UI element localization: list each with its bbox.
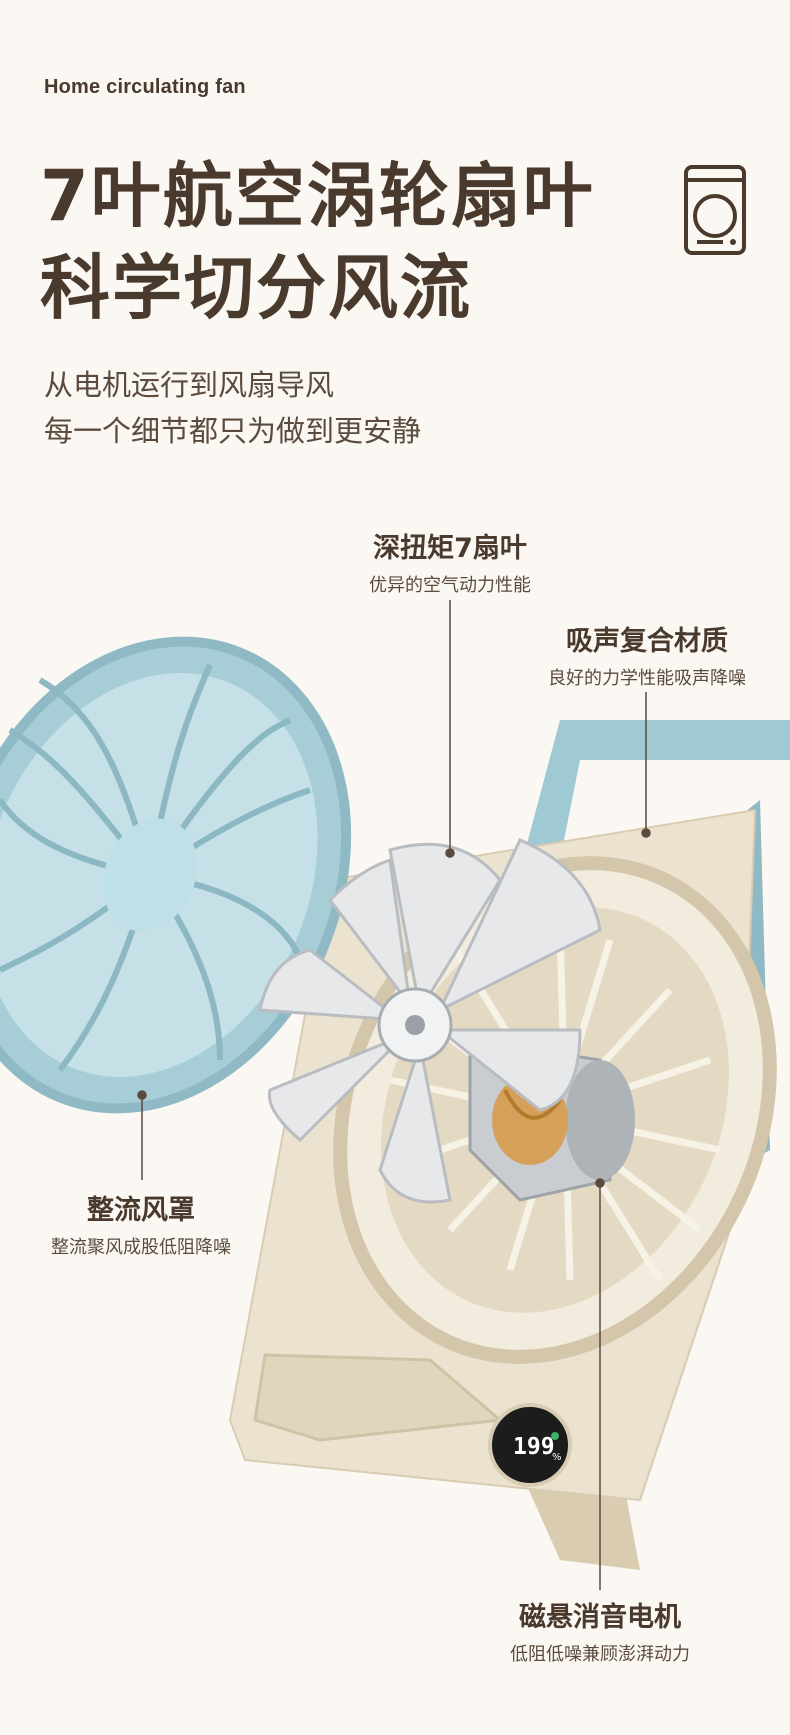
callout-material-desc: 良好的力学性能吸声降噪: [548, 668, 746, 689]
subtitle: 从电机运行到风扇导风 每一个细节都只为做到更安静: [44, 362, 421, 454]
fan-handle: [520, 720, 790, 870]
subtitle-line-1: 从电机运行到风扇导风: [44, 368, 335, 402]
callout-motor-desc: 低阻低噪兼顾澎湃动力: [510, 1644, 690, 1665]
blade-hub-cap: [405, 1015, 425, 1035]
callout-motor: 磁悬消音电机 低阻低噪兼顾澎湃动力: [490, 1595, 710, 1666]
callout-cover: 整流风罩 整流聚风成股低阻降噪: [30, 1188, 252, 1259]
callout-motor-title: 磁悬消音电机: [519, 1602, 681, 1633]
fan-bottom-panel: [253, 1353, 504, 1442]
display-value: 199: [513, 1434, 555, 1460]
callout-cover-desc: 整流聚风成股低阻降噪: [51, 1237, 231, 1258]
washing-machine-icon: [684, 165, 746, 255]
headline-line-1: 7叶航空涡轮扇叶: [40, 155, 595, 237]
subtitle-line-2: 每一个细节都只为做到更安静: [44, 414, 422, 448]
headline-line-2: 科学切分风流: [40, 247, 472, 329]
page-title: 7叶航空涡轮扇叶 科学切分风流: [40, 150, 595, 334]
display-unit: %: [552, 1452, 562, 1463]
callout-blades-desc: 优异的空气动力性能: [369, 575, 531, 596]
fan-icon: [551, 1432, 559, 1440]
callout-blades: 深扭矩7扇叶 优异的空气动力性能: [360, 526, 540, 597]
callout-leaders: [137, 600, 651, 1590]
callout-blades-title: 深扭矩7扇叶: [373, 533, 527, 564]
eyebrow-text: Home circulating fan: [44, 76, 246, 98]
callout-material-title: 吸声复合材质: [566, 626, 728, 657]
callout-material: 吸声复合材质 良好的力学性能吸声降噪: [532, 619, 762, 690]
rectifier-cover: [0, 636, 352, 1114]
fan-blades: [258, 838, 602, 1204]
digital-display: [488, 1403, 572, 1487]
callout-cover-title: 整流风罩: [87, 1195, 195, 1226]
